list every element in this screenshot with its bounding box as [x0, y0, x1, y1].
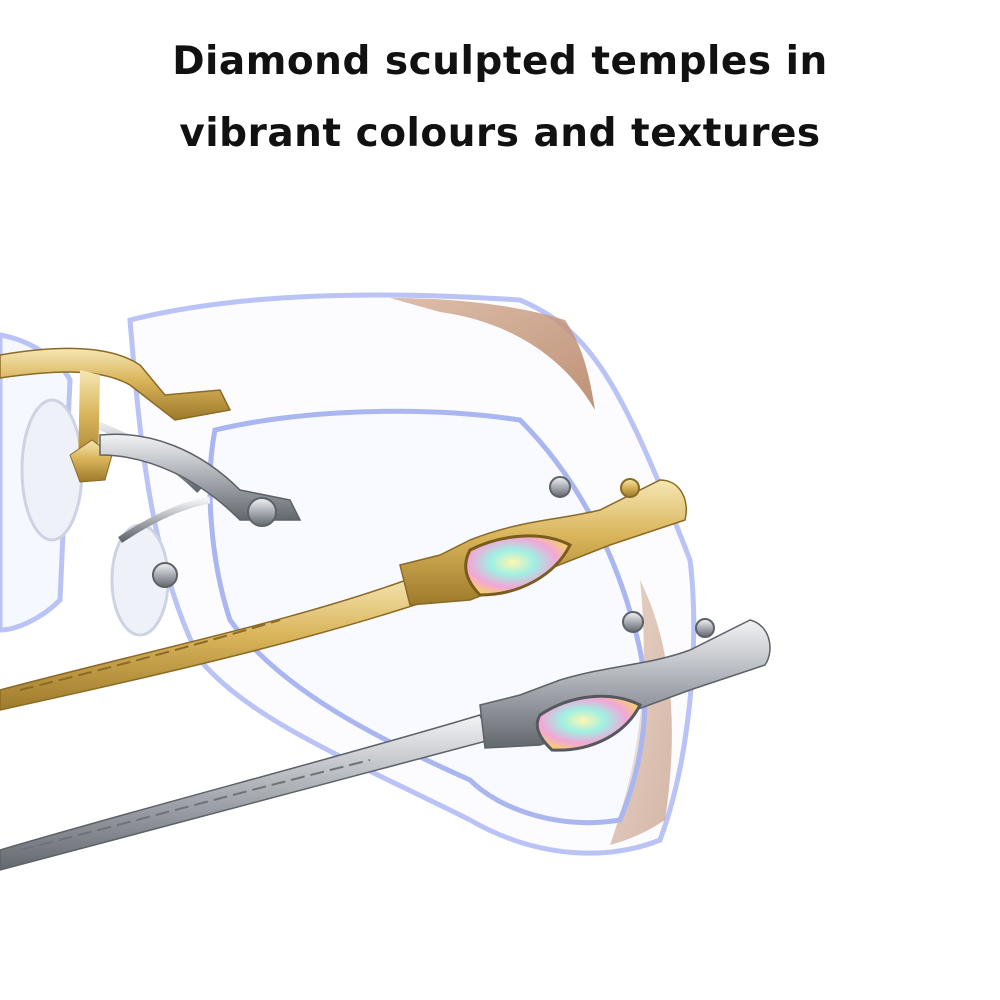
gold-temple — [0, 476, 687, 711]
gold-temple-crystal — [464, 534, 573, 597]
silver-temple — [0, 611, 771, 871]
silver-bridge — [99, 433, 302, 588]
headline-line-1: Diamond sculpted temples in — [172, 39, 828, 84]
silver-temple-crystal — [535, 694, 643, 752]
headline-line-2: vibrant colours and textures — [179, 111, 821, 156]
